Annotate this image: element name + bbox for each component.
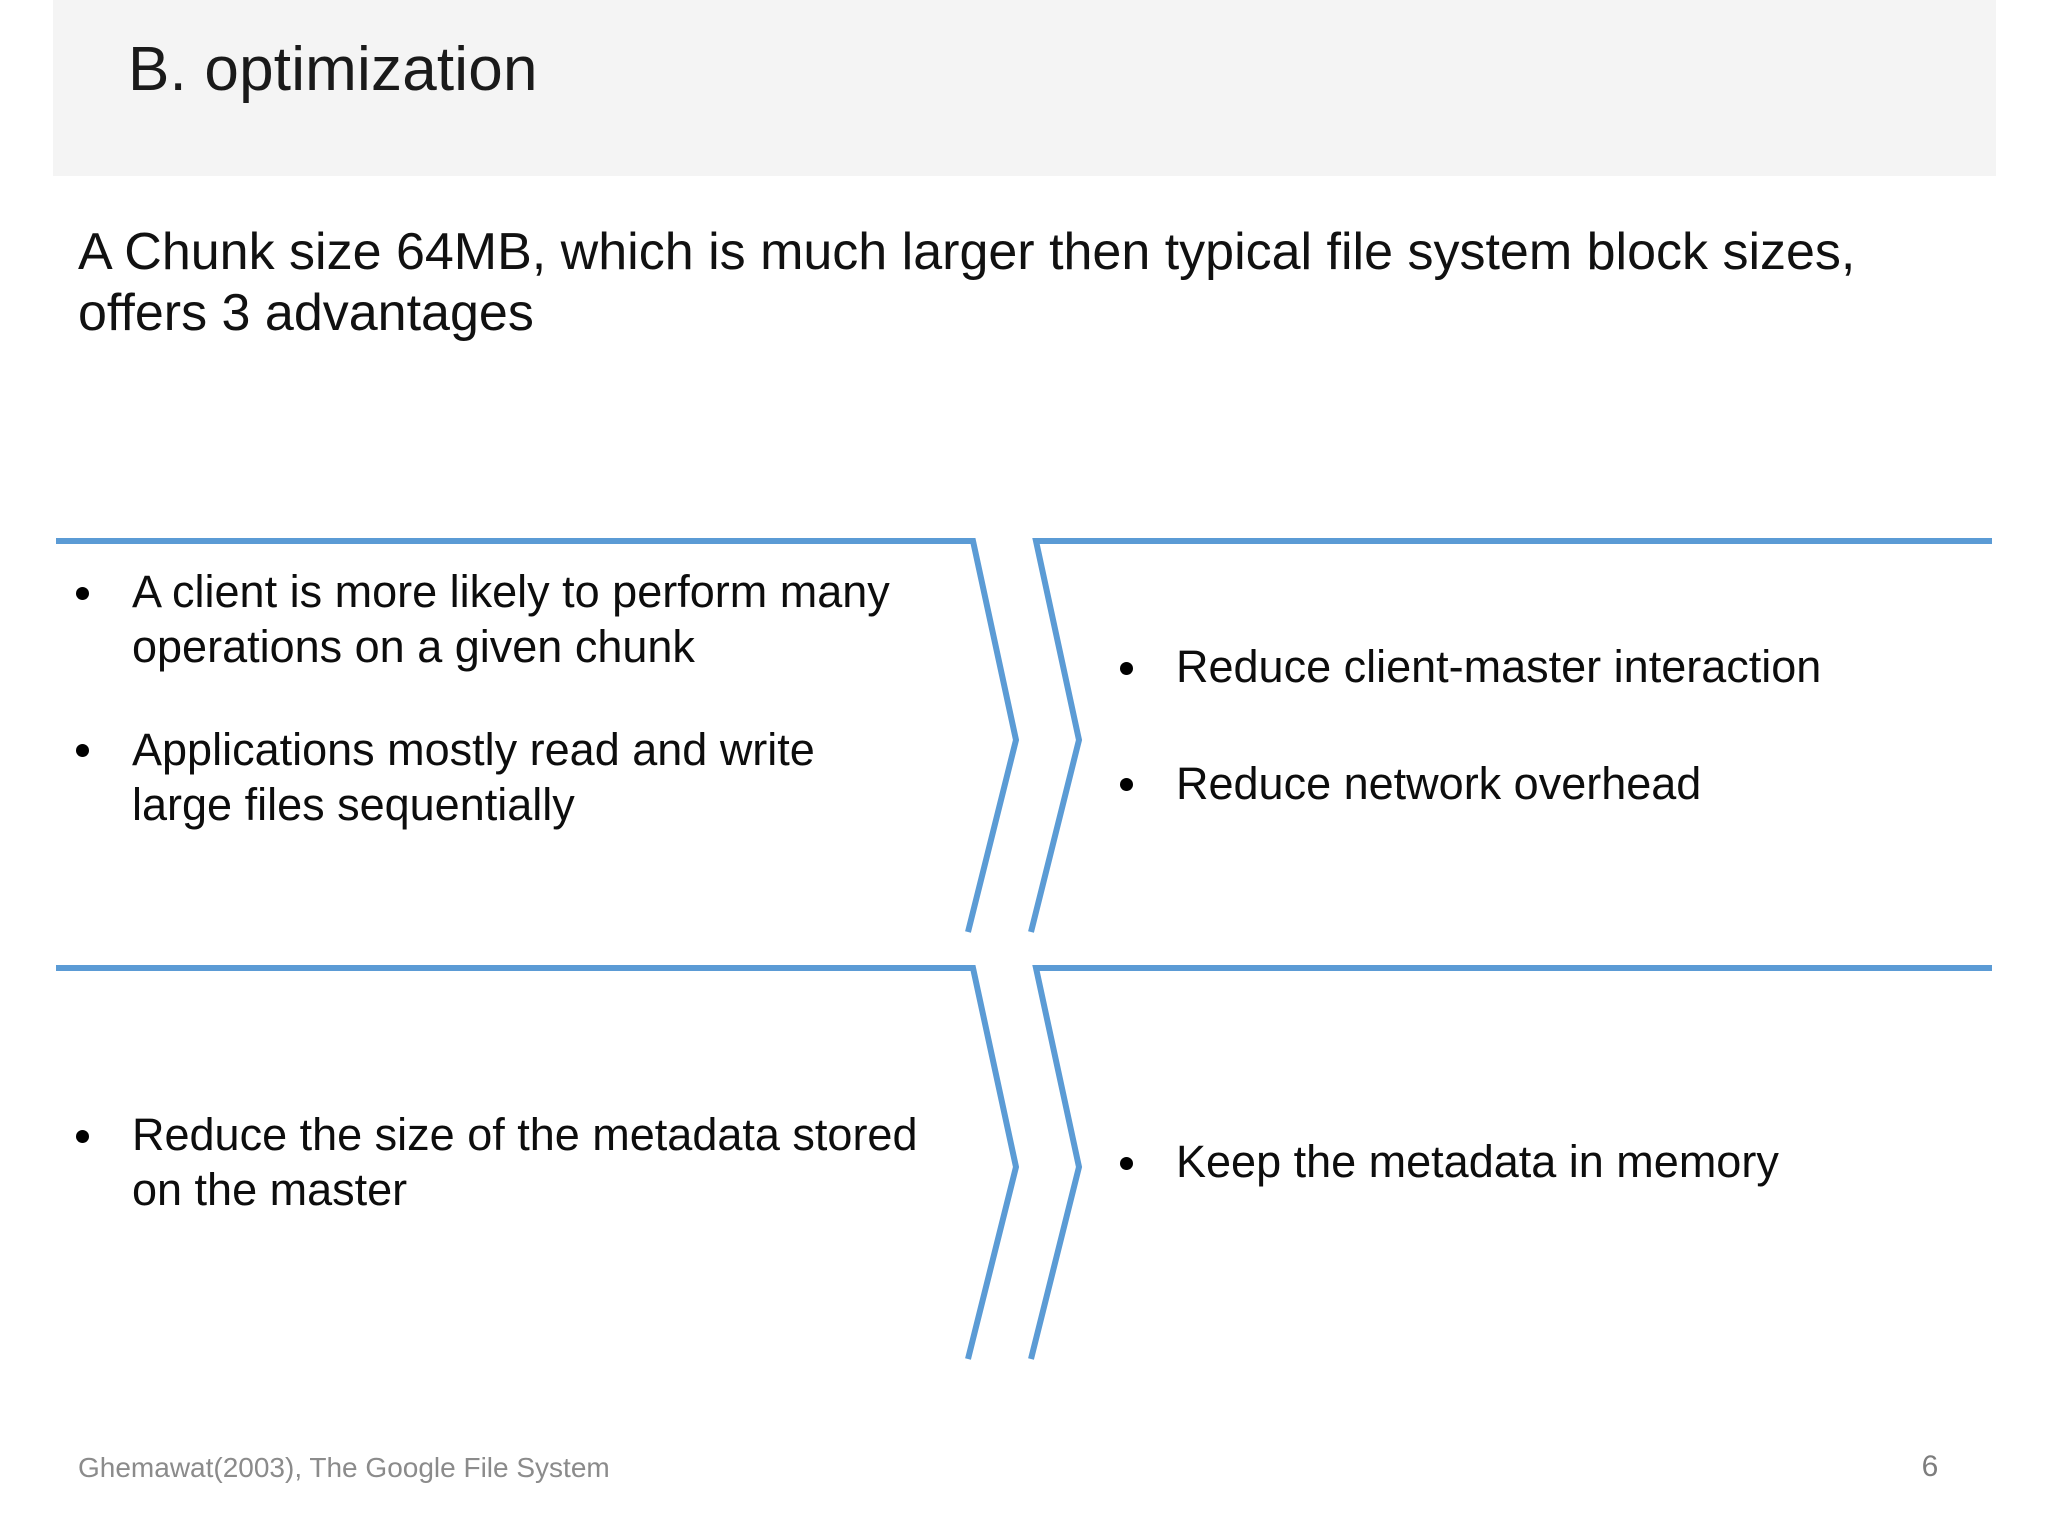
list-item-label: Reduce the size of the metadata stored o… xyxy=(132,1109,918,1215)
slide-subtitle: A Chunk size 64MB, which is much larger … xyxy=(78,223,1856,343)
bullet-dot-icon xyxy=(1120,1156,1133,1170)
list-item-label: Keep the metadata in memory xyxy=(1176,1136,1779,1187)
list-item-label: A client is more likely to perform many … xyxy=(132,566,890,672)
title-band: B. optimization xyxy=(53,0,1996,176)
bullet-dot-icon xyxy=(1120,778,1133,792)
page-number: 6 xyxy=(1921,1450,1939,1483)
list-item-label: Reduce client-master interaction xyxy=(1176,641,1822,692)
list-item-label: Reduce network overhead xyxy=(1176,757,1702,809)
list-item: Reduce the size of the metadata stored o… xyxy=(62,1108,922,1218)
bullet-dot-icon xyxy=(76,586,89,600)
list-item: Keep the metadata in memory xyxy=(1106,1135,1976,1190)
bullet-dot-icon xyxy=(76,1129,89,1143)
list-item: A client is more likely to perform many … xyxy=(62,565,922,675)
list-item: Reduce network overhead xyxy=(1106,757,1976,812)
bullet-list-row1-effect: Reduce client-master interaction Reduce … xyxy=(1106,640,1976,874)
list-item: Reduce client-master interaction xyxy=(1106,640,1976,695)
list-item-label: Applications mostly read and write large… xyxy=(132,723,815,830)
bullet-dot-icon xyxy=(1120,661,1133,675)
page-title: B. optimization xyxy=(128,35,538,104)
bullet-dot-icon xyxy=(76,744,89,758)
footer-citation: Ghemawat(2003), The Google File System xyxy=(78,1452,610,1483)
bullet-list-row2-cause: Reduce the size of the metadata stored o… xyxy=(62,1108,922,1218)
bullet-list-row1-cause: A client is more likely to perform many … xyxy=(62,565,922,833)
list-item: Applications mostly read and write large… xyxy=(62,723,922,833)
bullet-list-row2-effect: Keep the metadata in memory xyxy=(1106,1135,1976,1252)
